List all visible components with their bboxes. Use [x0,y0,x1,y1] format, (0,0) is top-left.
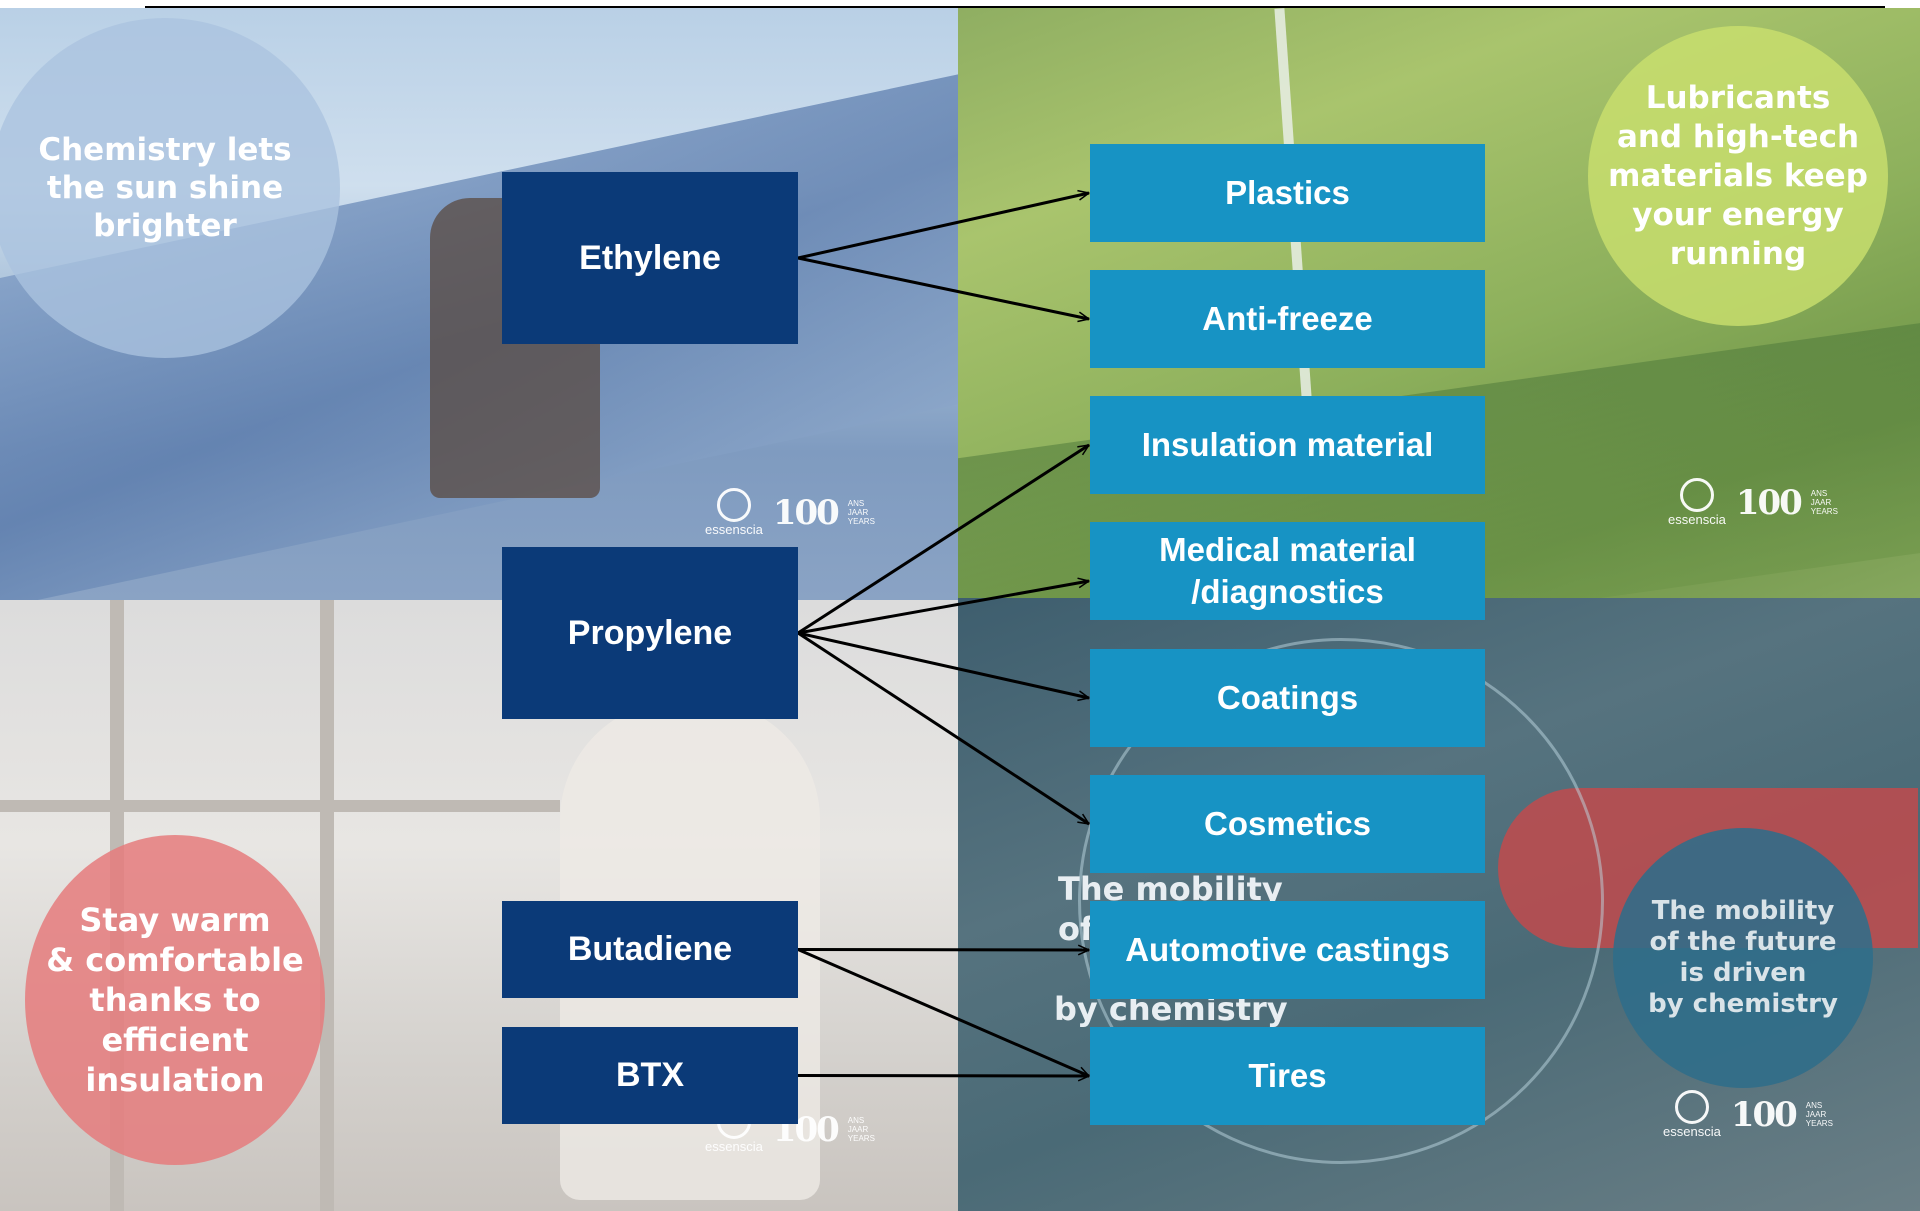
arrow-btx-to-tires [797,1076,1089,1077]
arrow-ethylene-to-plastics [797,193,1089,260]
arrow-propylene-to-medical [797,581,1089,635]
logo-brand: essenscia [705,522,763,537]
caption-bubble-insulation: Stay warm & comfortable thanks to effici… [25,835,325,1165]
caption-line: insulation [85,1061,265,1099]
caption-line: is driven [1679,958,1807,988]
arrow-propylene-to-cosmetics [797,631,1089,826]
logo-number: 100 [1735,482,1803,523]
node-btx: BTX [502,1027,798,1124]
caption-line: Lubricants [1645,79,1831,116]
caption-line: your energy [1632,196,1844,233]
caption-line: materials keep [1608,157,1868,194]
node-coatings: Coatings [1090,649,1485,747]
node-ethylene: Ethylene [502,172,798,344]
essenscia-mark-icon [1674,1090,1709,1124]
arrow-butadiene-to-tires [797,948,1089,1078]
logo-brand: essenscia [1663,1124,1721,1139]
node-medical: Medical material /diagnostics [1090,522,1485,620]
arrow-butadiene-to-automotive-castings [797,950,1089,951]
node-cosmetics: Cosmetics [1090,775,1485,873]
essenscia-mark-icon [716,488,751,522]
caption-line: thanks to [89,981,261,1019]
logo-number: 100 [772,492,840,533]
node-tires: Tires [1090,1027,1485,1125]
caption-line: the sun shine [46,170,284,206]
logo-brand: essenscia [705,1139,763,1154]
caption-bubble-sun: Chemistry lets the sun shine brighter [0,18,340,358]
caption-line: brighter [93,208,237,244]
node-anti-freeze: Anti-freeze [1090,270,1485,368]
window-woman-photo: Stay warm & comfortable thanks to effici… [0,600,958,1211]
arrow-ethylene-to-anti-freeze [797,256,1089,319]
caption-line: Stay warm [79,901,271,939]
top-rule [145,6,1885,8]
caption-bubble-mobility: The mobility of the future is driven by … [1613,828,1873,1088]
ghost-caption-of: of [1058,910,1094,948]
caption-line: & comfortable [46,941,304,979]
caption-line: The mobility [1651,896,1835,926]
caption-line: running [1669,235,1807,272]
node-automotive-castings: Automotive castings [1090,901,1485,999]
node-insulation-material: Insulation material [1090,396,1485,494]
caption-line: and high-tech [1616,118,1860,155]
logo-brand: essenscia [1668,512,1726,527]
node-butadiene: Butadiene [502,901,798,998]
caption-line: Chemistry lets [38,132,292,168]
caption-line: efficient [101,1021,249,1059]
arrow-propylene-to-insulation-material [797,443,1089,635]
caption-bubble-energy: Lubricants and high-tech materials keep … [1588,26,1888,326]
logo-number: 100 [1730,1094,1798,1135]
essenscia-mark-icon [1679,478,1714,512]
node-propylene: Propylene [502,547,798,719]
caption-line: of the future [1649,927,1837,957]
arrow-propylene-to-coatings [797,631,1089,698]
node-plastics: Plastics [1090,144,1485,242]
caption-line: by chemistry [1648,989,1838,1019]
